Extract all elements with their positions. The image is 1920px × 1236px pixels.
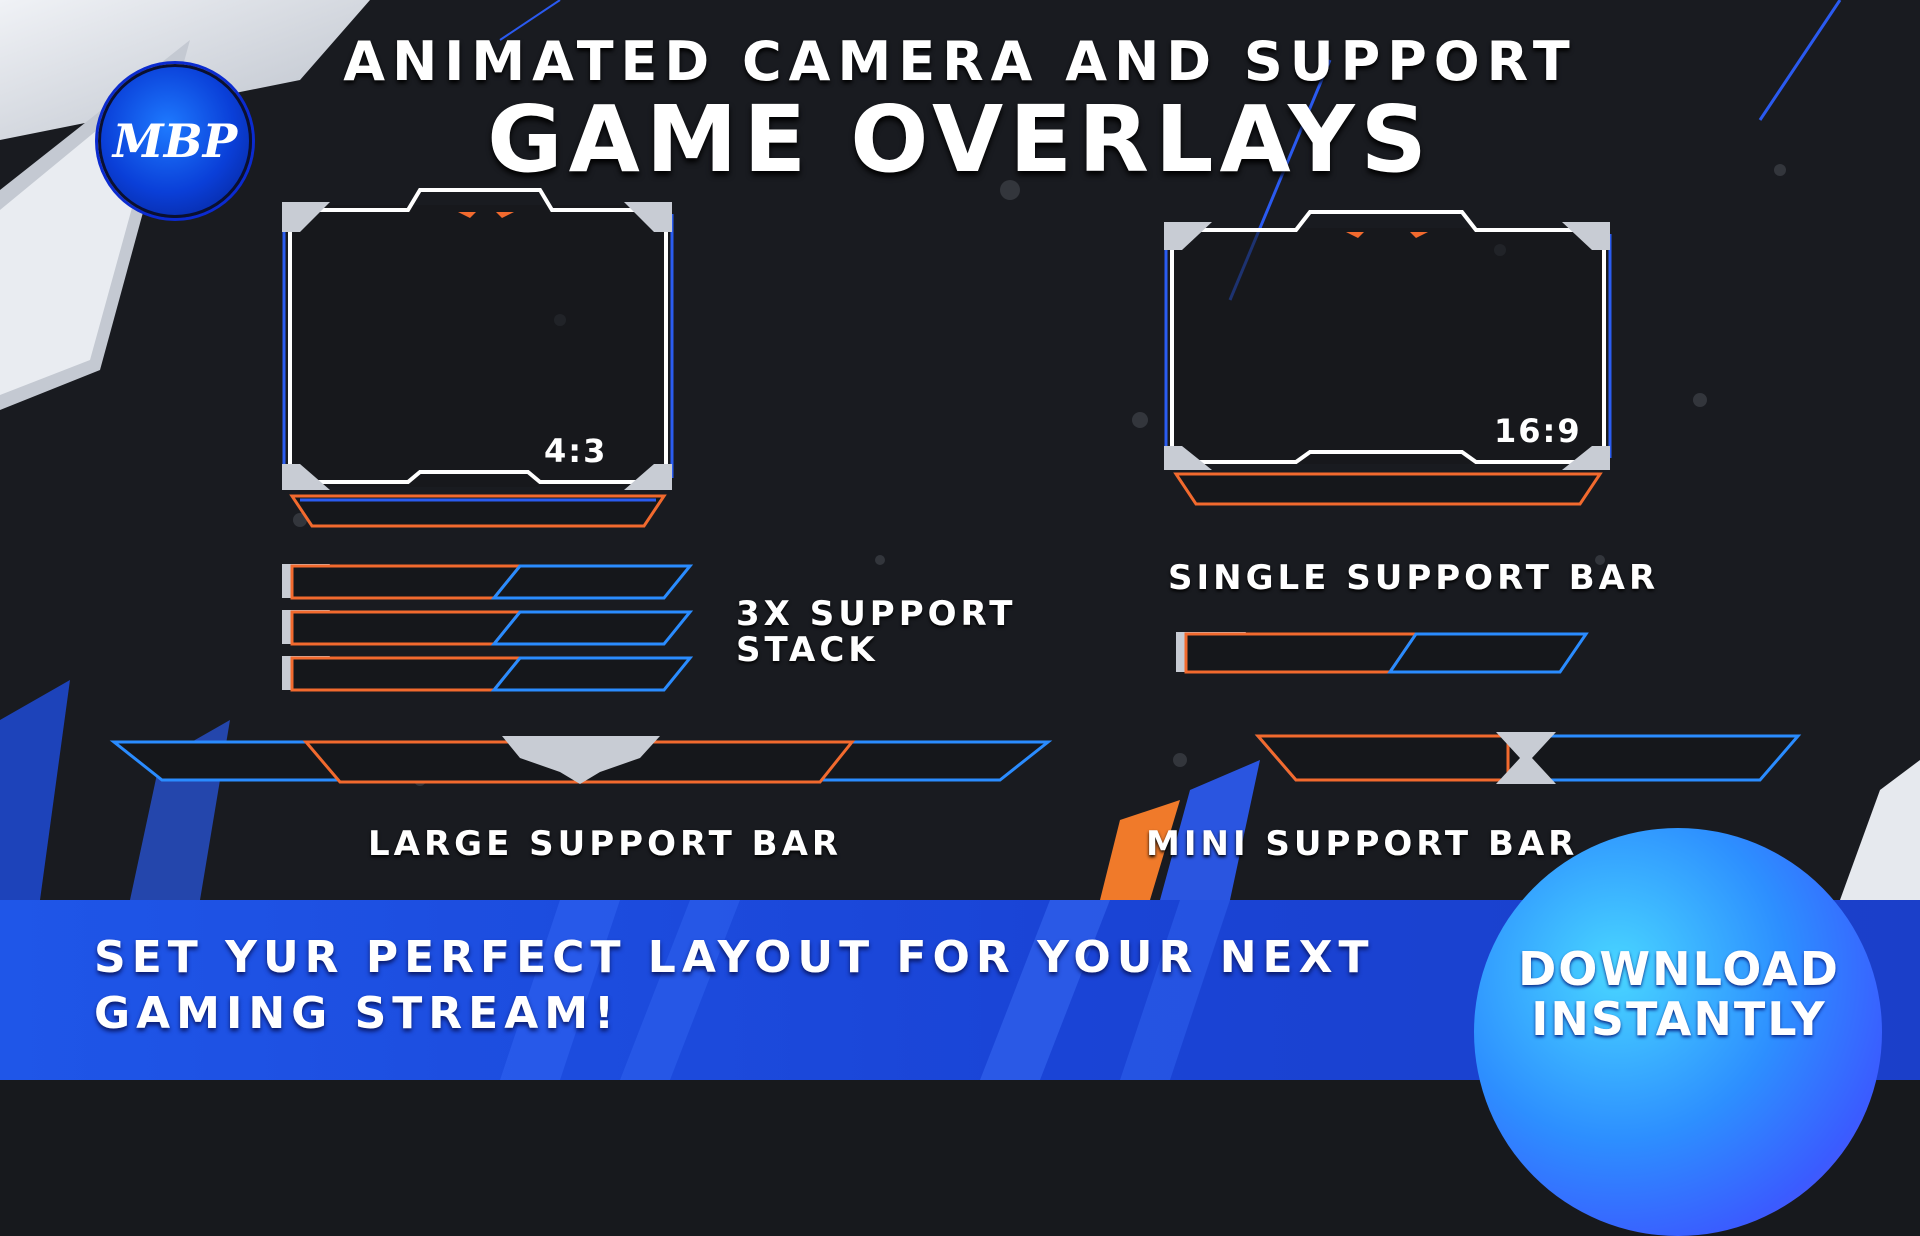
tagline-line1: Set yur perfect layout for your next (94, 932, 1375, 983)
ratio-label-4-3: 4:3 (544, 432, 608, 470)
ratio-label-16-9: 16:9 (1494, 412, 1582, 450)
stack-label-line1: 3X Support (736, 594, 1017, 634)
logo-text: MBP (112, 114, 238, 168)
overlay-graphics (109, 188, 1802, 784)
mini-support-bar (1254, 732, 1802, 784)
large-bar-label: Large Support Bar (368, 824, 843, 864)
single-bar-label: Single Support Bar (1168, 558, 1660, 598)
stack-label-line2: Stack (736, 630, 879, 670)
camera-frame-16-9 (1164, 210, 1612, 506)
tagline: Set yur perfect layout for your next gam… (94, 930, 1375, 1042)
mini-bar-label: Mini Support Bar (1146, 824, 1579, 864)
download-text[interactable]: Download Instantly (1504, 944, 1854, 1044)
camera-frame-4-3 (282, 188, 674, 528)
banner-stripes (500, 900, 1230, 1080)
tagline-line2: gaming stream! (94, 988, 621, 1039)
download-line1: Download (1518, 942, 1840, 996)
download-line2: Instantly (1531, 992, 1827, 1046)
header-title: Game Overlays (487, 86, 1433, 193)
large-support-bar (109, 736, 1053, 784)
single-support-bar (1176, 632, 1589, 674)
header-subtitle: Animated Camera and Support (343, 30, 1577, 93)
brand-logo: MBP (98, 64, 252, 218)
support-stack (282, 564, 694, 692)
